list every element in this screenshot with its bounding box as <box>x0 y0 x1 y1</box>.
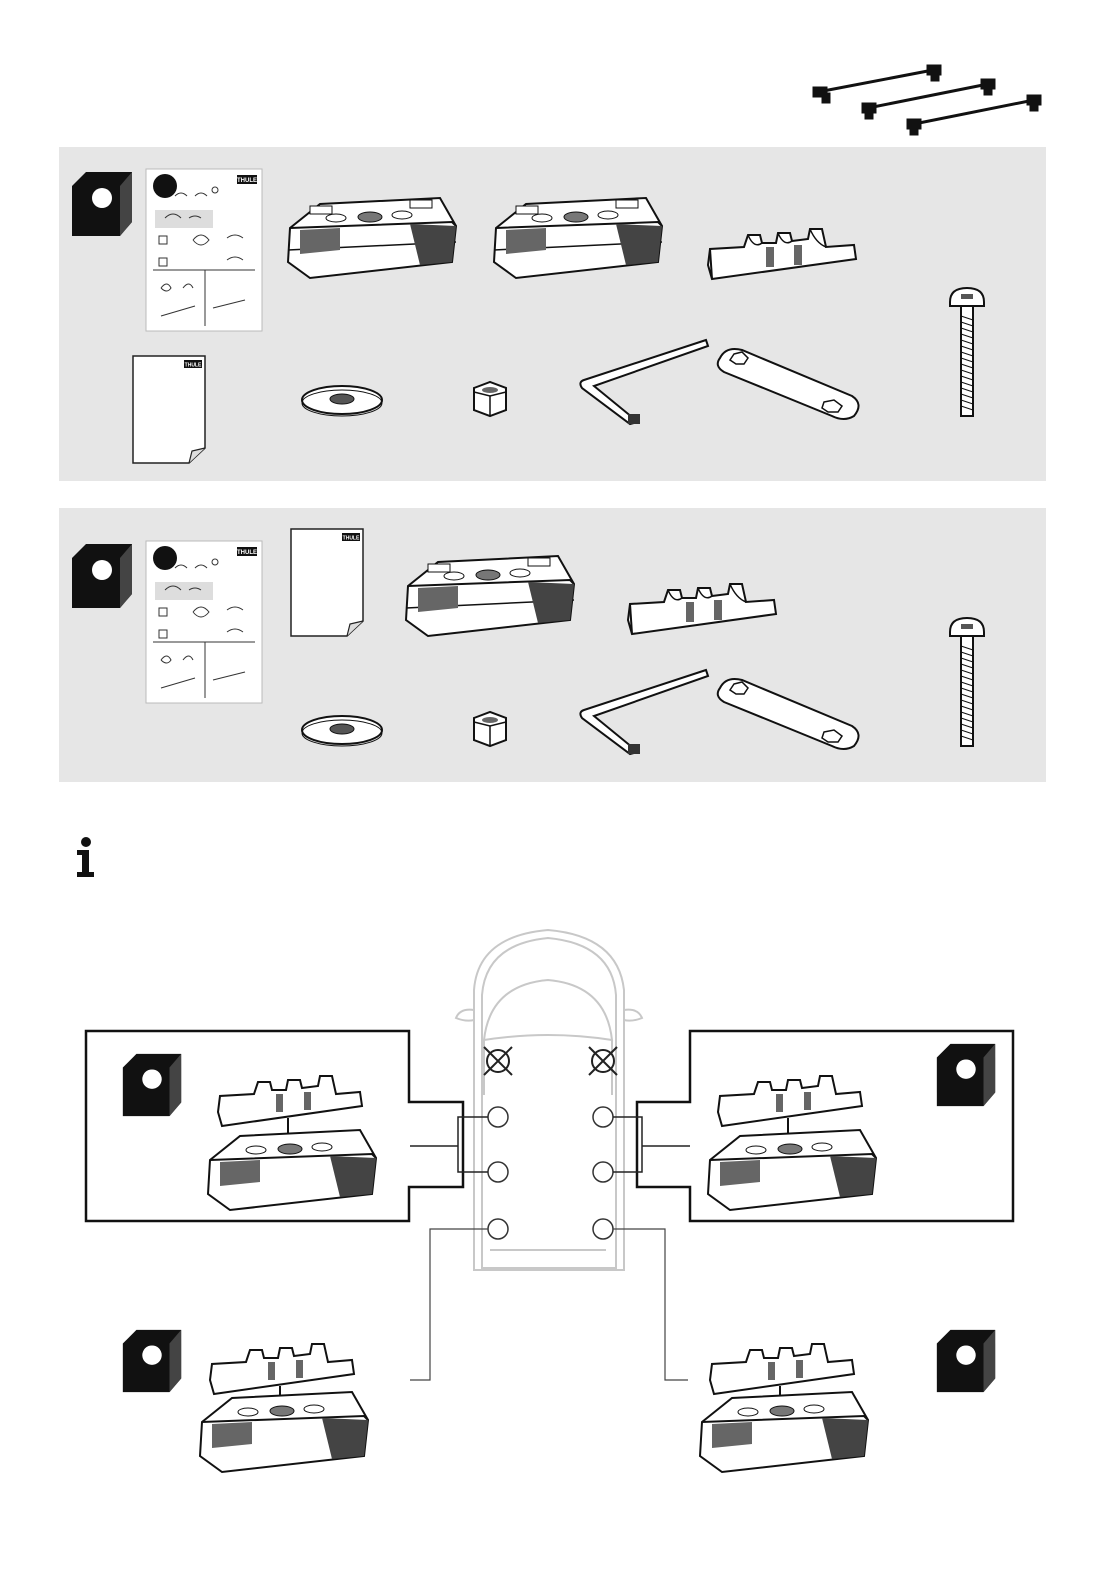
spanner-plate-icon <box>712 674 864 752</box>
assembly-front-left <box>198 1072 384 1212</box>
bracket-clip-icon <box>704 225 860 285</box>
car-outline <box>456 930 642 1270</box>
bolt-icon <box>944 286 990 420</box>
roof-rack-icon <box>808 60 1048 140</box>
allen-key-icon <box>576 666 712 762</box>
bracket-clip-icon <box>624 580 780 640</box>
info-icon <box>74 836 98 878</box>
product-box-icon <box>120 1050 184 1120</box>
mount-point <box>593 1162 613 1182</box>
mount-point <box>593 1219 613 1239</box>
svg-text:THULE: THULE <box>237 550 257 556</box>
fitting-sheet-icon: THULE <box>132 355 208 465</box>
instruction-sheet-icon: THULE <box>145 168 263 332</box>
assembly-rear-right <box>690 1340 876 1480</box>
excluded-mount-point <box>589 1047 617 1075</box>
mount-point <box>488 1107 508 1127</box>
washer-icon <box>300 712 384 748</box>
foot-pad-icon <box>486 190 668 286</box>
svg-text:THULE: THULE <box>185 363 202 369</box>
excluded-mount-point <box>484 1047 512 1075</box>
bolt-icon <box>944 616 990 750</box>
mount-point <box>593 1107 613 1127</box>
assembly-rear-left <box>190 1340 376 1480</box>
svg-text:THULE: THULE <box>343 536 360 542</box>
product-box-icon <box>934 1326 998 1396</box>
mount-point <box>488 1162 508 1182</box>
hex-nut-icon <box>470 708 510 750</box>
product-box-icon <box>120 1326 184 1396</box>
foot-pad-icon <box>280 190 462 286</box>
foot-pad-icon <box>396 548 582 644</box>
hex-nut-icon <box>470 378 510 420</box>
assembly-front-right <box>698 1072 884 1212</box>
product-box-icon <box>70 168 134 240</box>
allen-key-icon <box>576 336 712 432</box>
svg-text:THULE: THULE <box>237 178 257 184</box>
product-box-icon <box>70 540 134 612</box>
car-mounting-diagram <box>0 920 1119 1520</box>
spanner-plate-icon <box>712 344 864 422</box>
washer-icon <box>300 382 384 418</box>
product-box-icon <box>934 1040 998 1110</box>
mount-point <box>488 1219 508 1239</box>
instruction-sheet-icon: THULE <box>145 540 263 704</box>
fitting-sheet-icon: THULE <box>290 528 366 638</box>
